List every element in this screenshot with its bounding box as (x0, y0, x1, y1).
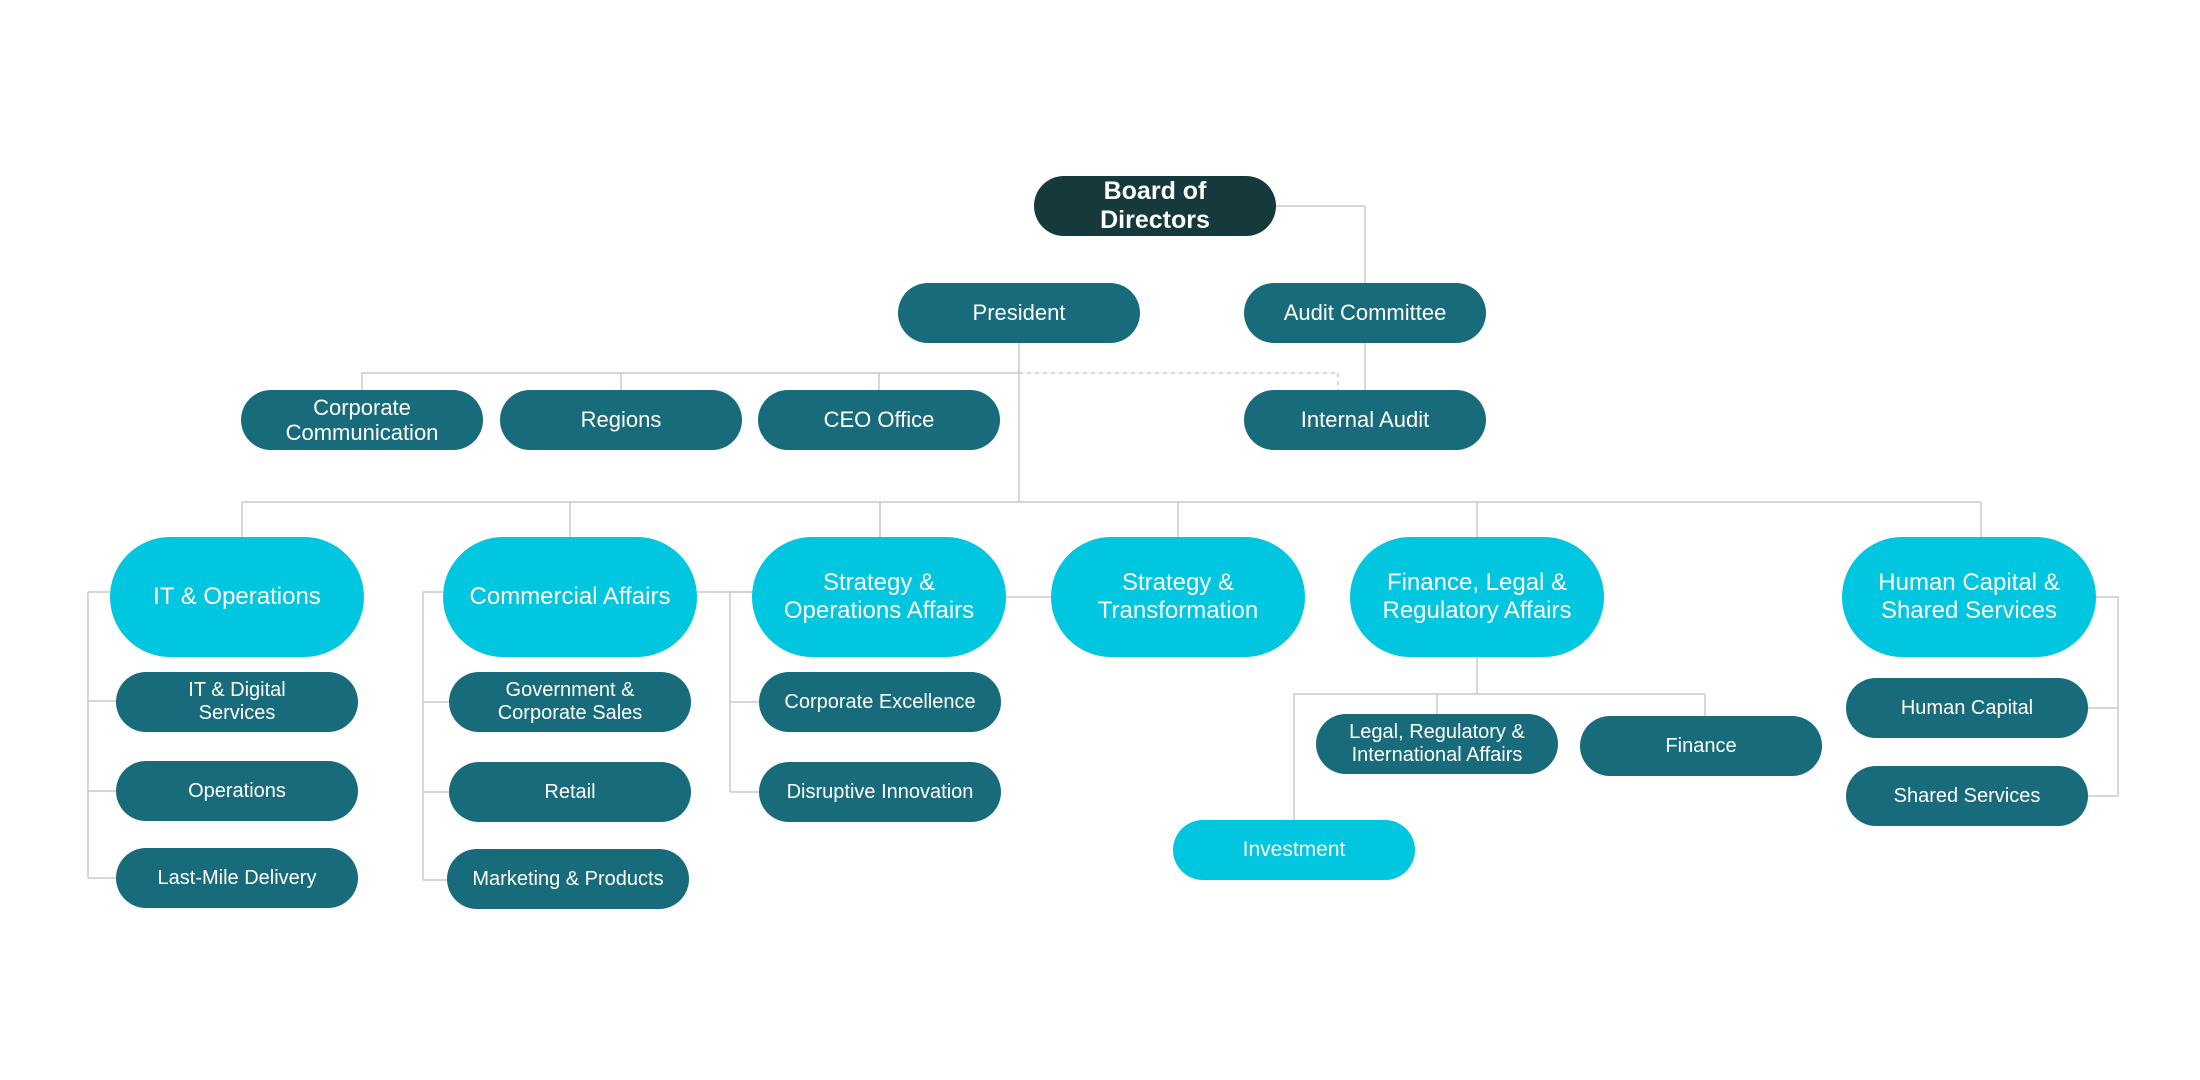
government-corporate-sales-node: Government & Corporate Sales (449, 672, 691, 732)
investment-node: Investment (1173, 820, 1415, 880)
president-node: President (898, 283, 1140, 343)
retail-node: Retail (449, 762, 691, 822)
board-of-directors-node: Board of Directors (1034, 176, 1276, 236)
shared-services-node: Shared Services (1846, 766, 2088, 826)
audit-committee-node: Audit Committee (1244, 283, 1486, 343)
finance-legal-regulatory-node: Finance, Legal & Regulatory Affairs (1350, 537, 1604, 657)
human-capital-node: Human Capital (1846, 678, 2088, 738)
disruptive-innovation-node: Disruptive Innovation (759, 762, 1001, 822)
strategy-transformation-node: Strategy & Transformation (1051, 537, 1305, 657)
marketing-products-node: Marketing & Products (447, 849, 689, 909)
ceo-office-node: CEO Office (758, 390, 1000, 450)
it-operations-node: IT & Operations (110, 537, 364, 657)
operations-node: Operations (116, 761, 358, 821)
corporate-communication-node: Corporate Communication (241, 390, 483, 450)
corporate-excellence-node: Corporate Excellence (759, 672, 1001, 732)
strategy-operations-affairs-node: Strategy & Operations Affairs (752, 537, 1006, 657)
it-digital-services-node: IT & Digital Services (116, 672, 358, 732)
regions-node: Regions (500, 390, 742, 450)
legal-regulatory-international-node: Legal, Regulatory & International Affair… (1316, 714, 1558, 774)
finance-node: Finance (1580, 716, 1822, 776)
last-mile-delivery-node: Last-Mile Delivery (116, 848, 358, 908)
commercial-affairs-node: Commercial Affairs (443, 537, 697, 657)
internal-audit-node: Internal Audit (1244, 390, 1486, 450)
human-capital-shared-services-node: Human Capital & Shared Services (1842, 537, 2096, 657)
